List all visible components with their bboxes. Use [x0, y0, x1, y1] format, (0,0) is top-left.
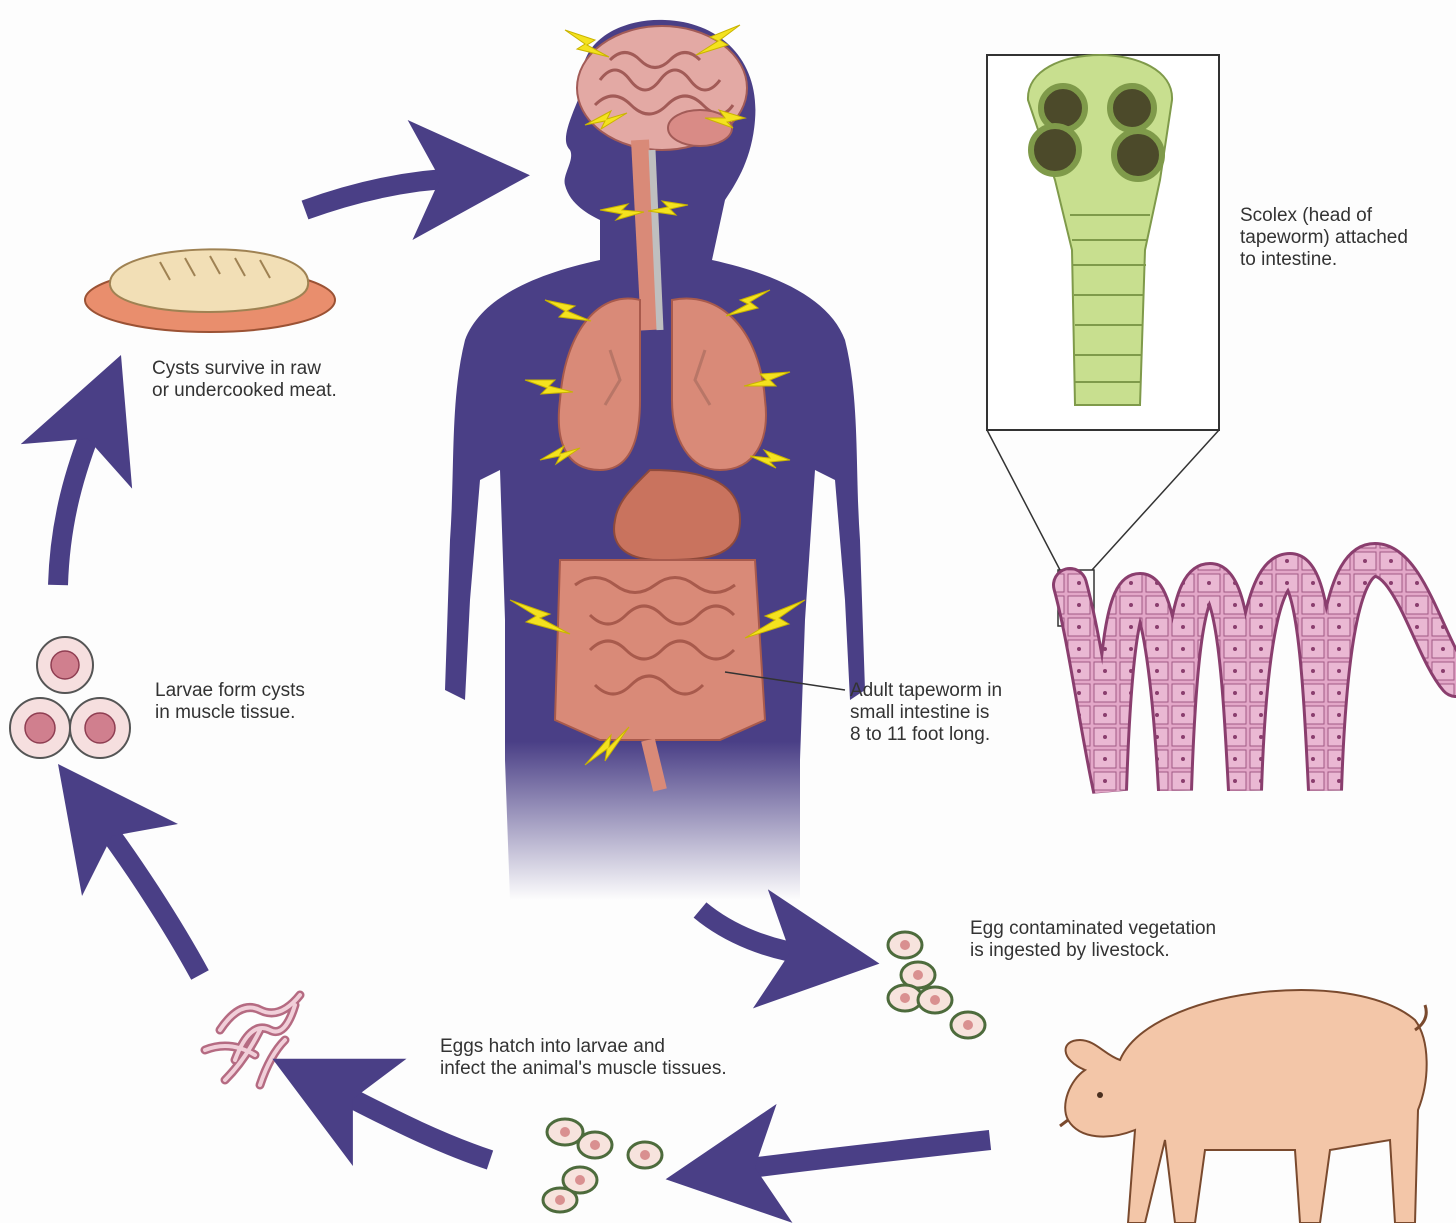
- eggs-hatching: [543, 1119, 662, 1212]
- larvae-cysts-label: Larvae form cysts in muscle tissue.: [155, 680, 305, 724]
- muscle-cysts: [10, 637, 130, 758]
- larvae-highlight: [205, 995, 300, 1085]
- adult-tapeworm-label: Adult tapeworm in small intestine is 8 t…: [850, 680, 1002, 746]
- pig: [1060, 990, 1427, 1223]
- adult-tapeworm: [1070, 560, 1456, 790]
- eggs-hatch-label: Eggs hatch into larvae and infect the an…: [440, 1036, 727, 1080]
- egg-vegetation-label: Egg contaminated vegetation is ingested …: [970, 918, 1216, 962]
- scolex-inset: [987, 55, 1219, 626]
- scolex-label: Scolex (head of tapeworm) attached to in…: [1240, 205, 1408, 271]
- cysts-meat-label: Cysts survive in raw or undercooked meat…: [152, 358, 337, 402]
- undercooked-meat-hotdog: [85, 249, 335, 332]
